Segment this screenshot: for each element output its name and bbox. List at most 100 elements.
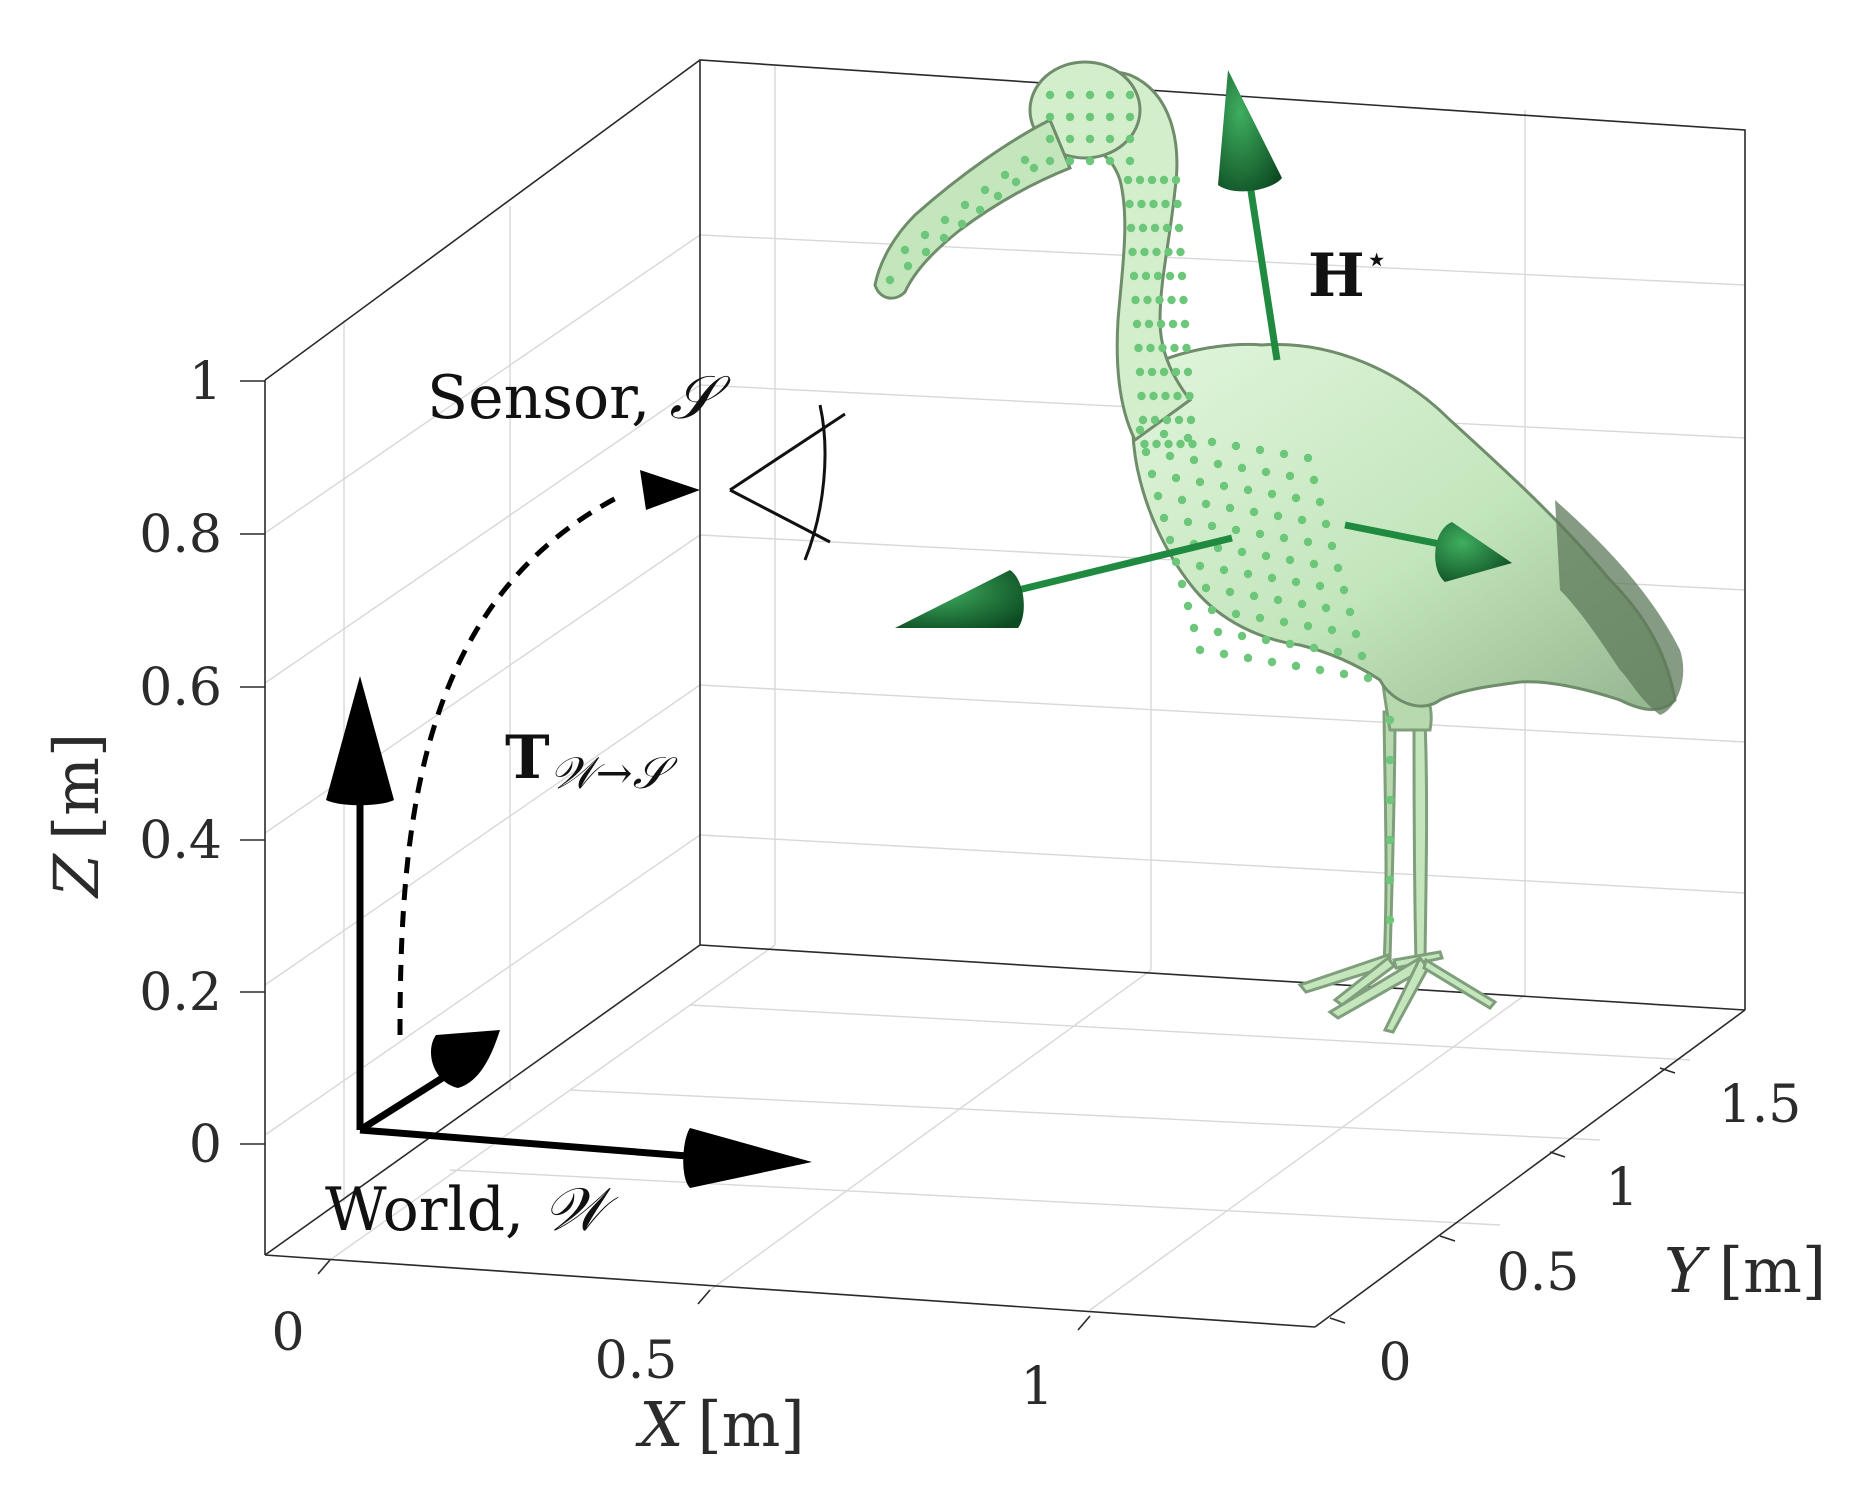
sample-point [1171,175,1181,185]
sample-point [1261,551,1271,561]
h-star-main: H [1308,241,1365,311]
sample-point [1267,573,1277,583]
world-label-text: World, [325,1175,543,1245]
sample-point [1183,517,1193,527]
sample-point [1189,455,1199,465]
sample-point [1321,603,1331,613]
sample-point [1207,521,1217,531]
sample-point [1213,627,1223,637]
h-star-sup: ⋆ [1365,237,1389,281]
y-axis-label: Y[m] [1664,1234,1826,1307]
green-arrow-left-shaft [1009,534,1233,596]
sample-point [1180,319,1190,329]
transform-sub: 𝒲→𝒮 [550,748,678,799]
sample-point [1303,453,1313,463]
sample-point [1000,170,1010,180]
sample-point [1231,441,1241,451]
sample-point [1105,134,1115,144]
sample-point [1156,319,1166,329]
z-tick-0: 0 [189,1115,222,1175]
bird-mesh [873,60,1684,1034]
sample-point [1261,467,1271,477]
world-x-arrowhead [683,1128,812,1188]
sample-point [1159,429,1169,439]
sample-point [1140,247,1149,257]
sample-point [1285,639,1295,649]
sample-point [1249,507,1259,517]
sample-point [1183,433,1193,443]
world-z-arrowhead [326,676,394,806]
sample-point [1141,447,1151,457]
sample-point [1255,529,1265,539]
sample-point [1165,271,1175,281]
sample-point [1135,425,1145,435]
sample-point [1147,367,1157,377]
sample-point [1161,391,1170,401]
sample-point [1291,577,1301,587]
sample-point [1164,439,1173,449]
sample-point [1309,559,1319,569]
sample-point [1176,247,1185,257]
sample-point [1149,391,1158,401]
sample-point [1065,90,1075,100]
sample-point [1219,649,1229,659]
sample-point [1174,415,1184,425]
h-star-frame [895,70,1512,628]
x-axis-var: X [635,1388,686,1461]
sample-point [1085,156,1095,166]
sample-point [1201,499,1211,509]
sensor-label-text: Sensor, [427,363,669,433]
bird-beak [873,117,1072,300]
y-tick-1: 1 [1605,1158,1638,1218]
sensor-label: Sensor, 𝒮 [427,363,731,433]
y-axis: 0 0.5 1 1.5 Y[m] [1329,1067,1826,1393]
sample-point [921,247,931,257]
sample-point [1149,199,1158,209]
sample-point [980,185,990,195]
sample-point [1333,647,1343,657]
sample-point [1207,605,1217,615]
sample-point [1195,645,1205,655]
sample-point [1152,247,1161,257]
sample-point [1267,657,1277,667]
sample-point [1171,557,1181,567]
sample-point [1158,343,1167,353]
sample-point [1279,617,1289,627]
sample-point [1339,585,1349,595]
sample-point [1267,489,1277,499]
sample-point [1132,319,1142,329]
green-arrow-left-head [895,570,1024,628]
z-tick-0.4: 0.4 [139,811,222,871]
sample-point [1385,795,1395,805]
sample-point [1131,295,1140,305]
sample-point [1065,134,1075,144]
sample-point [1327,541,1337,551]
sample-point [1085,90,1095,100]
sample-point [1171,367,1181,377]
sample-point [1125,90,1135,100]
sample-point [957,219,967,229]
sample-point [1285,471,1295,481]
sample-point [1255,613,1265,623]
x-tick-1: 1 [1020,1357,1053,1417]
z-tick-1: 1 [189,352,222,412]
z-axis-var: Z [40,853,113,899]
sample-point [1128,247,1137,257]
sample-point [1363,673,1373,683]
sample-point [1213,543,1223,553]
sample-point [1188,439,1197,449]
sample-point [1045,134,1055,144]
sample-point [1185,391,1194,401]
z-tick-0.8: 0.8 [139,505,222,565]
sample-point [1144,319,1154,329]
bird-leg-front [1412,718,1429,964]
sample-point [1029,163,1039,173]
sample-point [1385,715,1395,725]
sample-point [1309,643,1319,653]
sample-point [1273,595,1283,605]
sample-point [1045,90,1055,100]
z-axis-label: Z[m] [40,733,113,899]
sample-point [939,233,949,243]
sample-point [1285,555,1295,565]
